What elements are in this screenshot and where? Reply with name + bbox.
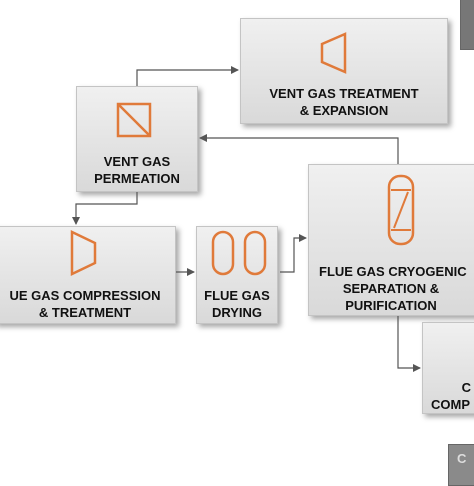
corner-box-top [460,0,474,50]
arrow-drying-to-cryogenic [280,234,307,273]
flue-gas-compression-box: UE GAS COMPRESSION & TREATMENT [0,226,176,324]
arrow-cryogenic-to-co2 [397,316,421,372]
corner-box-label: C [457,451,467,466]
cryogenic-separation-line2: SEPARATION & [342,281,440,296]
arrow-cryogenic-to-permeation [199,134,399,164]
column-icon [387,174,415,246]
vent-gas-treatment-line2: & EXPANSION [299,103,389,118]
cryogenic-separation-box: FLUE GAS CRYOGENIC SEPARATION & PURIFICA… [308,164,474,316]
flow-diagram-graphics [70,32,421,372]
flue-gas-compression-line2: & TREATMENT [38,305,132,320]
co2-compression-line1: C [461,380,471,395]
arrow-permeation-to-treatment [136,66,239,86]
compressor-icon [70,230,97,276]
membrane-icon [116,102,152,138]
vent-gas-permeation-line1: VENT GAS [103,154,171,169]
vent-gas-treatment-line1: VENT GAS TREATMENT [269,86,419,101]
cryogenic-separation-line1: FLUE GAS CRYOGENIC [319,264,467,279]
arrow-permeation-to-compression [72,192,138,225]
vent-gas-permeation-line2: PERMEATION [94,171,180,186]
dryer-vessels-icon [211,230,267,276]
expander-icon [320,32,347,74]
flue-gas-compression-line1: UE GAS COMPRESSION [9,288,161,303]
flue-gas-drying-line2: DRYING [211,305,263,320]
flue-gas-drying-line1: FLUE GAS [204,288,270,303]
co2-compression-line2: COMP [431,397,470,412]
cryogenic-separation-line3: PURIFICATION [345,298,437,313]
co2-compression-box: C COMP [422,322,474,414]
